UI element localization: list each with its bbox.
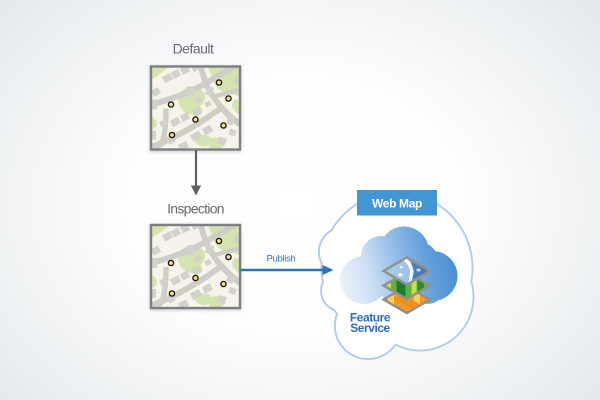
svg-text:Default: Default <box>173 41 214 57</box>
svg-text:Publish: Publish <box>266 254 295 265</box>
svg-text:Feature: Feature <box>350 311 391 325</box>
svg-text:Web Map: Web Map <box>372 197 422 211</box>
svg-text:Inspection: Inspection <box>167 200 224 216</box>
svg-text:Service: Service <box>350 321 390 335</box>
